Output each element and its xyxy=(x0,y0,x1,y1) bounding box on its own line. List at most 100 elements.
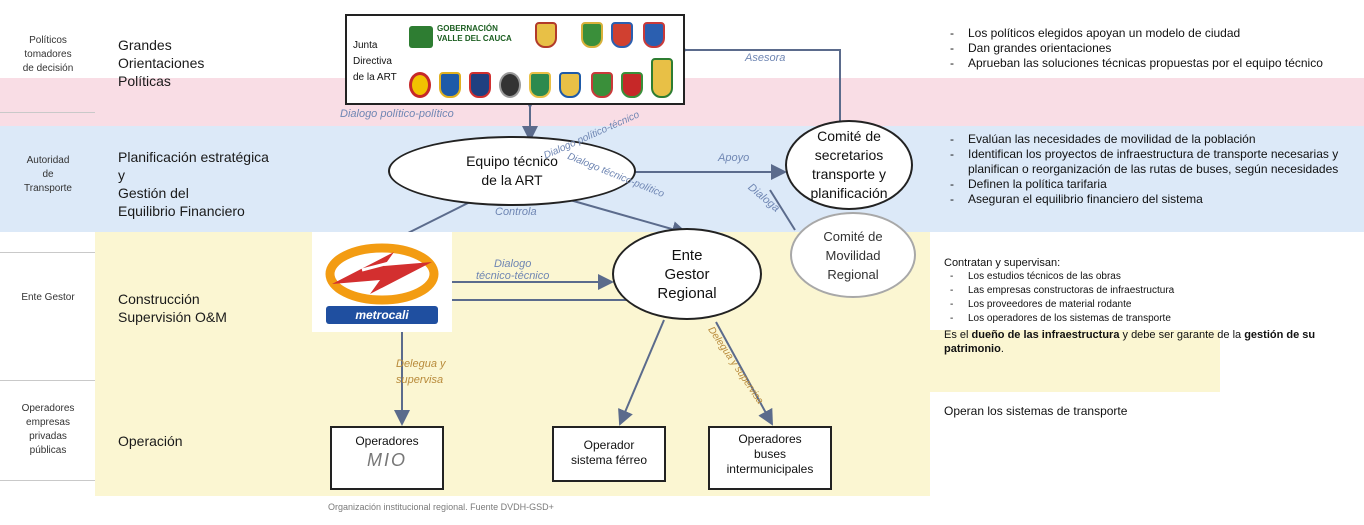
edge-equipo-metrocali xyxy=(401,201,471,237)
role-divider xyxy=(0,252,95,253)
comite-movilidad-line2: Movilidad xyxy=(825,247,881,263)
equipo-line2: de la ART xyxy=(481,172,543,188)
municipal-crest-icon xyxy=(643,22,665,48)
ferreo-line2: sistema férreo xyxy=(570,453,648,467)
func-operacion: Operación xyxy=(118,433,183,449)
dueno-bold: dueño de las infraestructura xyxy=(971,329,1120,341)
role-autoridad-line3: Transporte xyxy=(24,183,72,194)
autoridad-bullet: Definen la política tarifaria xyxy=(944,177,1349,192)
role-autoridad-line1: Autoridad xyxy=(26,155,70,166)
municipal-crest-icon xyxy=(581,22,603,48)
contratan-item: Los proveedores de material rodante xyxy=(944,298,1344,312)
edge-label-asesora: Asesora xyxy=(745,52,786,64)
dialogo-tt-line1: Dialogo xyxy=(494,258,532,270)
edge-equipo-ente xyxy=(569,199,688,237)
colombia-crest-icon xyxy=(409,72,431,98)
edge-label-dialogo-tt: Dialogo técnico-técnico xyxy=(476,258,549,282)
func-grandes-line2: Orientaciones xyxy=(118,55,205,71)
func-grandes-line1: Grandes xyxy=(118,37,172,53)
ferreo-line1: Operador xyxy=(583,438,635,452)
contratan-title: Contratan y supervisan: xyxy=(944,257,1061,269)
comite-movilidad-line3: Regional xyxy=(827,266,879,282)
municipal-crest-icon xyxy=(621,72,643,98)
mio-logo: MIO xyxy=(367,450,407,470)
autoridad-bullet: Identifican los proyectos de infraestruc… xyxy=(944,147,1349,177)
ente-gestor-node: Ente Gestor Regional xyxy=(612,228,762,320)
edge-label-dialogo-politico: Dialogo político-político xyxy=(340,108,454,120)
ente-line2: Gestor xyxy=(664,265,710,283)
delegua-line1: Delegua y xyxy=(396,358,446,370)
role-divider xyxy=(0,112,95,113)
func-grandes-line3: Políticas xyxy=(118,73,171,89)
figure-caption: Organización institucional regional. Fue… xyxy=(328,502,554,512)
role-operadores-line2: empresas xyxy=(26,417,70,428)
comite-movilidad-line1: Comité de xyxy=(823,228,883,244)
buses-line1: Operadores xyxy=(738,432,802,446)
dialogo-tt-line2: técnico-técnico xyxy=(476,270,550,282)
func-planificacion-line4: Equilibrio Financiero xyxy=(118,203,245,219)
municipal-crest-icon xyxy=(439,72,461,98)
metrocali-logo: metrocali xyxy=(312,232,452,332)
edge-ente-buses xyxy=(715,321,773,426)
role-politicos-line3: de decisión xyxy=(22,63,74,74)
func-grandes-orientaciones: Grandes Orientaciones Políticas xyxy=(118,36,204,90)
role-divider xyxy=(0,380,95,381)
func-construccion-line2: Supervisión O&M xyxy=(118,309,227,325)
gobernacion-line1: GOBERNACIÓN xyxy=(437,24,498,33)
dueno-part: y debe ser garante de la xyxy=(1119,329,1245,341)
role-ente-gestor: Ente Gestor xyxy=(21,292,75,303)
role-politicos-line1: Políticos xyxy=(29,35,67,46)
autoridad-bullet: Aseguran el equilibrio financiero del si… xyxy=(944,192,1349,207)
edge-label-delegua: Delegua y supervisa xyxy=(396,358,446,386)
role-politicos: Políticos tomadores de decisión xyxy=(6,34,90,76)
role-divider xyxy=(0,480,95,481)
buses-line3: intermunicipales xyxy=(726,462,814,476)
municipal-crest-icon xyxy=(591,72,613,98)
role-operadores-line3: privadas xyxy=(29,431,67,442)
dueno-part: Es el xyxy=(944,329,972,341)
comite-secretarios-line1: Comité de xyxy=(817,128,881,144)
func-planificacion-line2: y xyxy=(118,167,125,183)
junta-label-line3: de la ART xyxy=(353,72,397,83)
comite-movilidad-node: Comité de Movilidad Regional xyxy=(790,212,916,298)
operan-text: Operan los sistemas de transporte xyxy=(944,404,1128,418)
func-planificacion-line3: Gestión del xyxy=(118,185,189,201)
delegua-line2: supervisa xyxy=(396,374,444,386)
municipal-crest-icon xyxy=(535,22,557,48)
comite-secretarios-node: Comité de secretarios transporte y plani… xyxy=(785,120,913,210)
buses-line2: buses xyxy=(753,447,787,461)
operadores-label: Operadores xyxy=(355,434,419,448)
metrocali-emblem-icon xyxy=(325,243,439,305)
edge-label-controla: Controla xyxy=(495,206,537,218)
junta-label-line1: Junta xyxy=(353,40,378,51)
politicos-bullet-list: Los políticos elegidos apoyan un modelo … xyxy=(944,26,1344,71)
func-construccion: Construcción Supervisión O&M xyxy=(118,290,227,326)
edge-ente-ferreo xyxy=(618,319,665,426)
ente-line1: Ente xyxy=(671,246,703,264)
contratan-item: Los estudios técnicos de las obras xyxy=(944,270,1344,284)
operador-ferreo-box: Operador sistema férreo xyxy=(552,426,666,482)
junta-label-line2: Directiva xyxy=(353,56,392,67)
comite-secretarios-line4: planificación xyxy=(810,185,888,201)
dueno-part: . xyxy=(1000,343,1004,355)
autoridad-bullet: Evalúan las necesidades de movilidad de … xyxy=(944,132,1349,147)
edge-label-apoyo: Apoyo xyxy=(718,152,750,164)
junta-directiva-box: Junta Directiva de la ART GOBERNACIÓN VA… xyxy=(345,14,685,105)
dueno-bold: gestión de su patrimonio xyxy=(944,329,1316,355)
func-planificacion-line1: Planificación estratégica xyxy=(118,149,269,165)
role-operadores-line1: Operadores xyxy=(21,403,75,414)
municipal-crest-icon xyxy=(529,72,551,98)
contratan-item: Los operadores de los sistemas de transp… xyxy=(944,312,1344,326)
equipo-tecnico-node: Equipo técnico de la ART xyxy=(388,136,636,206)
municipal-crest-icon xyxy=(651,58,673,98)
metrocali-wordmark: metrocali xyxy=(326,306,438,324)
edge-comite-junta xyxy=(672,42,841,126)
contratan-item: Las empresas constructoras de infraestru… xyxy=(944,284,1344,298)
comite-secretarios-line3: transporte y xyxy=(812,166,886,182)
dueno-text: Es el dueño de las infraestructura y deb… xyxy=(944,328,1344,356)
role-operadores-line4: públicas xyxy=(29,445,67,456)
equipo-line1: Equipo técnico xyxy=(466,153,558,169)
role-politicos-line2: tomadores xyxy=(24,49,72,60)
gobernacion-logo xyxy=(409,26,433,48)
